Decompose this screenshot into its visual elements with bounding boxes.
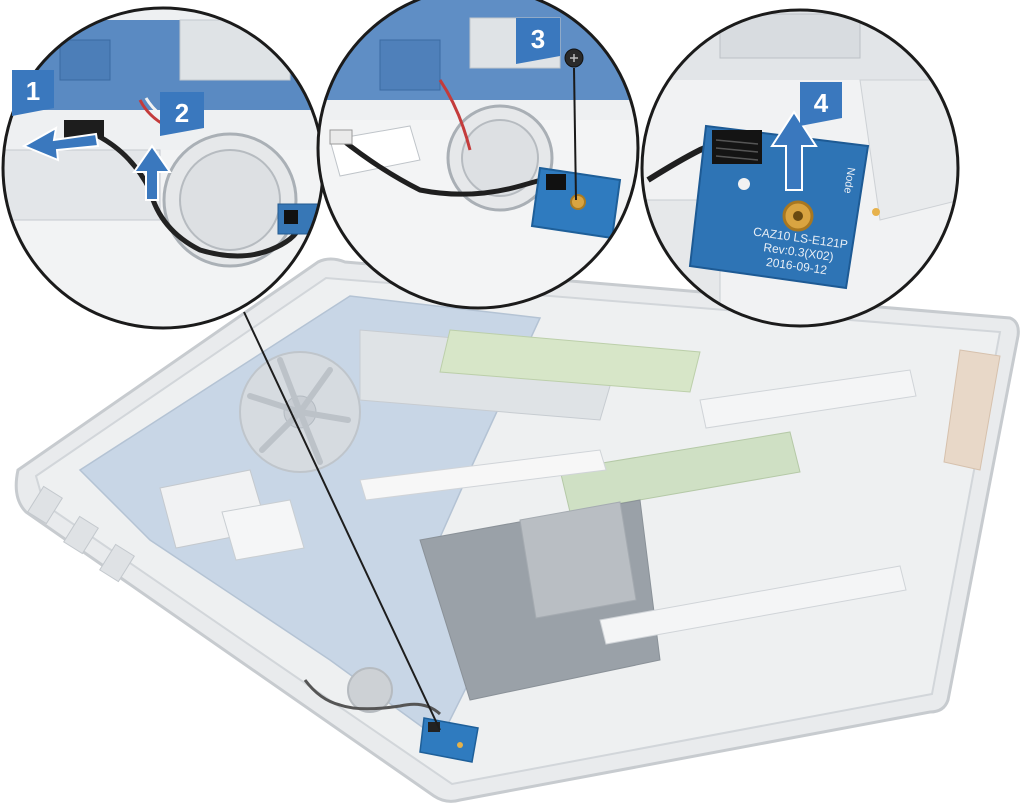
callout-2-border [316, 0, 640, 310]
laptop-base [14, 257, 1020, 803]
arrow-up-icon [132, 144, 172, 201]
led-board-base [419, 717, 479, 763]
board-side-text: Node [841, 167, 857, 195]
callout-3-border [640, 8, 960, 328]
system-fan [239, 351, 361, 473]
ribbon-cable [359, 449, 607, 501]
ssd-card [221, 499, 305, 561]
ribbon-cable-2 [599, 565, 907, 645]
screw-icon [564, 48, 584, 201]
battery-mesh [519, 501, 637, 619]
step-badge-1: 1 [12, 70, 54, 116]
callout-leader-line [243, 311, 441, 731]
coin-cell-cable-base [303, 679, 442, 716]
arrow-up-icon [770, 110, 818, 191]
step-number: 3 [531, 24, 545, 54]
ribbon-cable-3 [699, 369, 917, 429]
memory-module [439, 329, 701, 393]
side-ports [27, 485, 135, 583]
step-number: 4 [814, 88, 829, 118]
step-number: 2 [175, 98, 189, 128]
touchpad-board [559, 431, 801, 513]
step-number: 1 [26, 76, 40, 106]
step-badge-4: 4 [800, 82, 842, 126]
step-badge-2: 2 [160, 92, 204, 136]
copper-strip [943, 349, 1001, 471]
step-badge-3: 3 [516, 18, 560, 64]
led-board [688, 124, 870, 290]
callout-remove-screw [316, 0, 640, 310]
coin-cell-base [347, 667, 393, 713]
callout-lift-board: CAZ10 LS-E121P Rev:0.3(X02) 2016-09-12 N… [640, 8, 960, 328]
callout-disconnect-cable [1, 6, 325, 330]
arrow-left-icon [21, 126, 100, 162]
